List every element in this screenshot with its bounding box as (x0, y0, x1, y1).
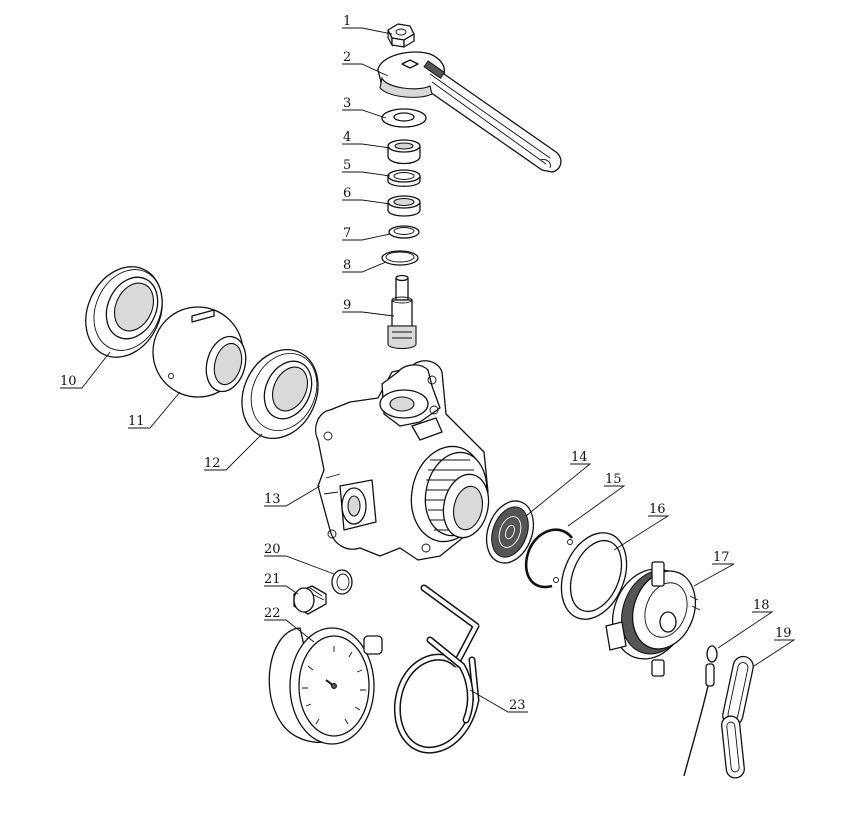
part-small-o-ring (331, 569, 353, 595)
part-plug (293, 585, 327, 615)
part-wire-clip (393, 584, 480, 754)
part-ball (152, 306, 247, 398)
part-flat-washer (381, 108, 427, 128)
part-gasket (560, 532, 628, 620)
part-seat-ring-left (85, 266, 163, 358)
part-knurled-cap (605, 561, 701, 677)
callout-21: 21 (264, 572, 281, 587)
callout-7: 7 (343, 226, 351, 241)
callout-13: 13 (264, 492, 281, 507)
part-ring-lower (388, 225, 420, 239)
part-lanyard-cord (683, 645, 718, 777)
callout-23: 23 (509, 698, 526, 713)
callout-22: 22 (264, 606, 281, 621)
part-hex-nut (387, 23, 415, 48)
part-valve-stem (387, 274, 417, 350)
callout-8: 8 (343, 258, 351, 273)
callout-16: 16 (649, 502, 666, 517)
part-bearing (387, 195, 421, 217)
callout-17: 17 (713, 550, 730, 565)
callout-4: 4 (343, 130, 351, 145)
part-chain-links (721, 655, 754, 779)
leader-lines (60, 27, 796, 713)
callout-15: 15 (605, 472, 622, 487)
callout-3: 3 (343, 96, 351, 111)
part-seat-ring-right (241, 348, 319, 440)
callout-9: 9 (343, 298, 351, 313)
callout-10: 10 (60, 374, 77, 389)
callout-20: 20 (264, 542, 281, 557)
part-ring-upper (387, 169, 421, 187)
part-handle-lever (377, 51, 562, 173)
callout-18: 18 (753, 598, 770, 613)
callout-labels: 1 2 3 4 5 6 7 8 9 10 11 12 13 14 15 16 1… (60, 14, 792, 713)
callout-14: 14 (571, 450, 588, 465)
callout-19: 19 (775, 626, 792, 641)
part-pressure-gauge (268, 627, 383, 745)
part-valve-body (315, 360, 490, 561)
part-snap-ring (524, 528, 574, 589)
callout-12: 12 (204, 456, 221, 471)
part-bushing (387, 139, 421, 165)
callout-11: 11 (128, 414, 145, 429)
callout-6: 6 (343, 186, 351, 201)
part-o-ring (381, 250, 419, 266)
callout-5: 5 (343, 158, 351, 173)
callout-1: 1 (343, 14, 351, 29)
part-strainer-screen (485, 500, 535, 564)
callout-2: 2 (343, 50, 351, 65)
